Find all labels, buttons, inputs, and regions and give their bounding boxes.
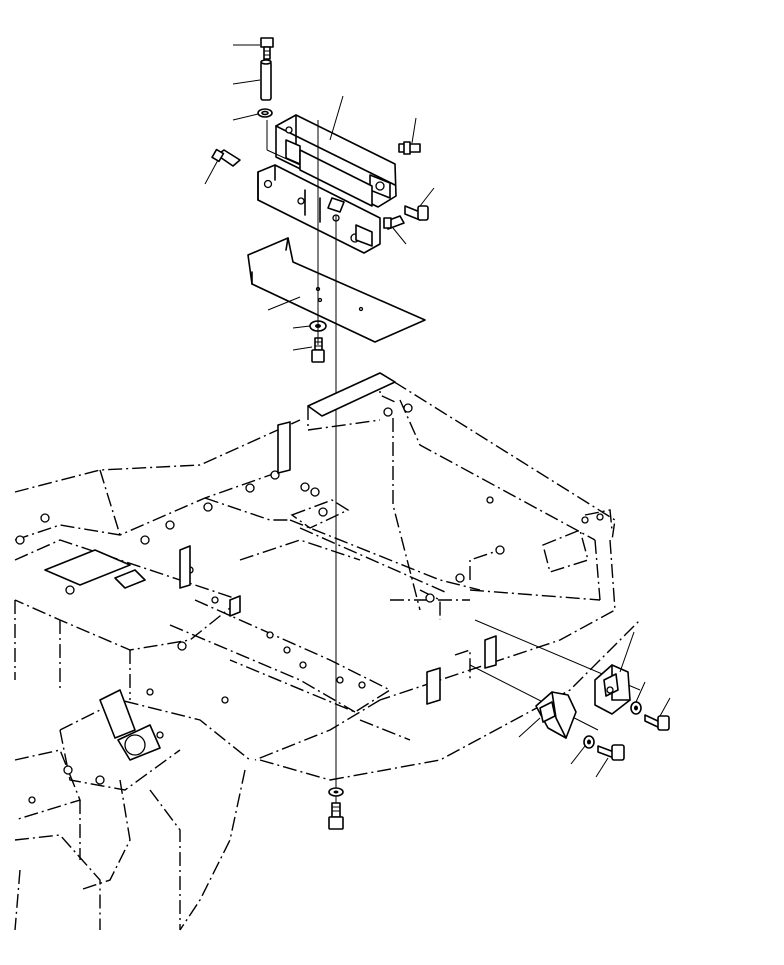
leader-bracket — [329, 95, 344, 141]
leader-grease-fitting-left — [204, 159, 219, 185]
leader-washer-top — [232, 113, 259, 121]
leader-grease-fitting-right-mid — [419, 187, 435, 207]
leader-pin — [232, 79, 261, 85]
leader-bolt-front — [595, 757, 609, 778]
grease-fitting-right-top — [398, 141, 421, 155]
washer-front — [583, 735, 595, 749]
leader-washer-rear — [635, 681, 646, 703]
leader-washer-front — [570, 745, 586, 765]
leader-lines — [204, 44, 671, 778]
grease-fitting-right-low — [383, 215, 405, 230]
main-bracket — [257, 114, 397, 254]
bolt-front — [597, 744, 625, 761]
leader-bolt-rear — [659, 697, 671, 717]
leader-cover-plate — [267, 296, 301, 311]
leader-washer-mid — [292, 325, 311, 329]
washer-rear — [630, 701, 642, 715]
bolt-bottom — [328, 802, 344, 830]
washer-top — [257, 108, 273, 118]
grease-fitting-right-mid — [404, 205, 429, 221]
grease-fitting-left — [211, 148, 241, 167]
frame-plates — [44, 372, 497, 761]
front-bracket — [535, 691, 577, 739]
frame-bushings — [15, 297, 604, 804]
leader-bolt-mid — [292, 346, 313, 351]
top-bolt — [260, 37, 274, 60]
leader-grease-fitting-right-low — [392, 227, 407, 245]
machine-frame — [14, 372, 641, 931]
rear-bracket — [594, 664, 631, 715]
pin — [260, 59, 272, 101]
washer-bottom — [328, 787, 344, 797]
front-bracket-axis — [469, 664, 599, 731]
leader-bracket-front — [518, 717, 541, 738]
bolt-rear — [644, 714, 670, 731]
leader-grease-fitting-right-top — [411, 117, 417, 144]
leader-bracket-rear — [619, 631, 635, 673]
